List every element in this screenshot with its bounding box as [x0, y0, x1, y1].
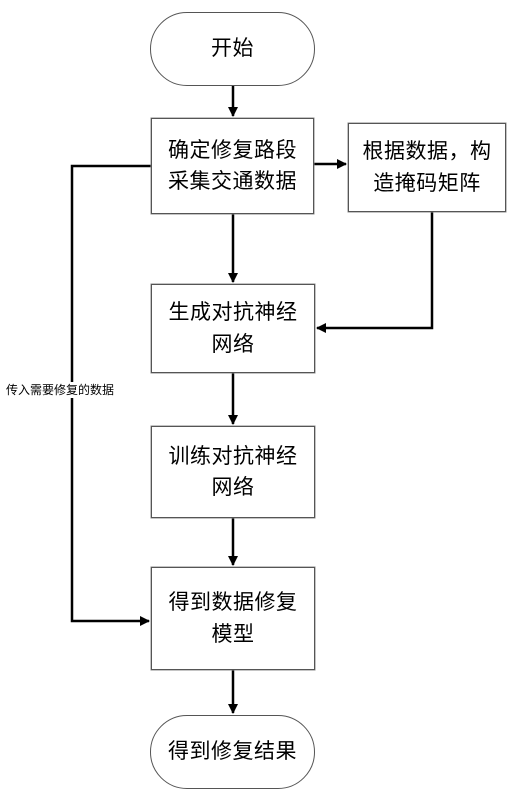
step-train-gan: 训练对抗神经 网络 [151, 426, 315, 518]
step1-line1: 确定修复路段 [168, 137, 297, 162]
step3-line1: 训练对抗神经 [168, 443, 298, 468]
step2-line1: 生成对抗神经 [168, 300, 298, 324]
arrow-side-step-to-step2 [316, 212, 434, 333]
step-determine-segment: 确定修复路段 采集交通数据 [151, 118, 314, 214]
side-step-line1: 根据数据，构 [362, 139, 492, 163]
side-step-line2: 造掩码矩阵 [373, 170, 481, 195]
step3-line2: 网络 [211, 475, 255, 499]
loop-label: 传入需要修复的数据 [6, 382, 115, 398]
step4-line1: 得到数据修复 [168, 590, 298, 614]
step-generate-gan: 生成对抗神经 网络 [151, 284, 315, 373]
start-label: 开始 [211, 36, 254, 61]
start-terminal: 开始 [150, 12, 315, 86]
step2-line2: 网络 [211, 331, 255, 356]
end-label: 得到修复结果 [168, 739, 297, 764]
step4-line2: 模型 [211, 621, 255, 646]
step1-line2: 采集交通数据 [168, 169, 297, 193]
step-get-repair-model: 得到数据修复 模型 [151, 567, 315, 670]
end-terminal: 得到修复结果 [150, 715, 315, 789]
step-build-mask-matrix: 根据数据，构 造掩码矩阵 [348, 123, 506, 212]
